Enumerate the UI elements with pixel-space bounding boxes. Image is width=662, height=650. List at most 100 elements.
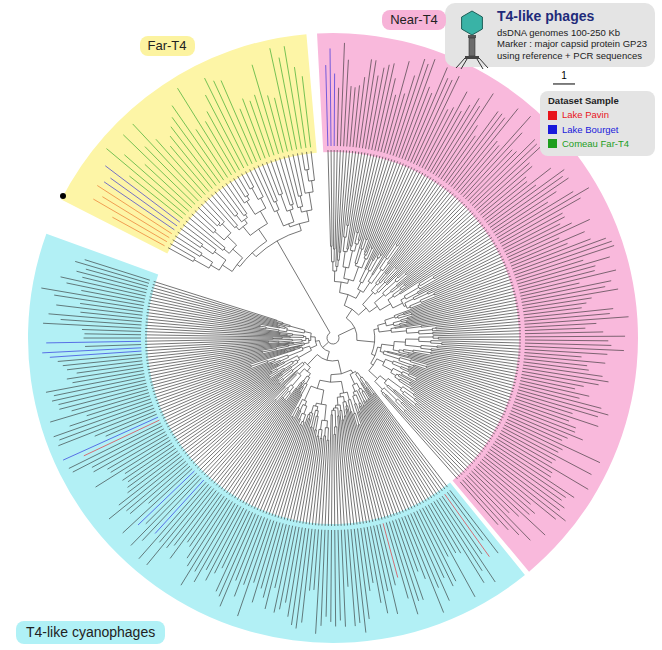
tree-branch (195, 371, 297, 466)
tip-label-stroke (80, 312, 142, 318)
tree-branch (346, 309, 352, 318)
tip-label-stroke (41, 288, 143, 306)
tip-label-stroke (524, 314, 610, 322)
tree-branch (173, 240, 200, 257)
tree-branch (315, 403, 317, 406)
tree-branch (317, 355, 338, 361)
tree-branch (269, 341, 279, 343)
tree-branch (250, 187, 254, 189)
tree-branch (209, 262, 213, 268)
tree-branch (301, 210, 311, 212)
tree-branch (406, 328, 407, 333)
tip-label-stroke (525, 336, 625, 338)
tree-branch (421, 345, 437, 346)
tree-branch (333, 407, 337, 408)
tree-branch (234, 178, 246, 197)
tip-label-stroke (254, 95, 274, 155)
tree-branch (344, 151, 353, 237)
tree-branch (355, 243, 358, 245)
tree-branch (403, 372, 409, 375)
tree-branch (151, 291, 290, 327)
tree-branch (331, 246, 332, 261)
tip-label-stroke (234, 517, 264, 596)
tree-branch (359, 308, 367, 315)
tree-branch (343, 251, 347, 253)
tip-label-stroke (389, 522, 417, 615)
tree-branch (331, 370, 351, 375)
tip-label-stroke (67, 361, 142, 370)
tree-branch (317, 411, 318, 416)
tree-branch (371, 347, 378, 363)
tree-branch (335, 405, 336, 408)
panel-text: dsDNA genomes 100-250 Kb (497, 27, 647, 38)
tip-label-stroke (243, 99, 266, 159)
tree-branch (311, 410, 315, 427)
tree-branch (201, 255, 213, 262)
tip-label-stroke (516, 396, 572, 414)
tree-branch (293, 360, 297, 362)
tree-branch (200, 244, 202, 247)
tree-branch (297, 356, 299, 360)
tree-branch (393, 323, 395, 326)
tip-label-stroke (443, 136, 475, 181)
tip-label-stroke (69, 423, 161, 468)
tree-branch (343, 237, 345, 251)
tree-branch (284, 356, 297, 363)
tree-branch (371, 363, 373, 365)
tree-branch (287, 427, 310, 520)
tree-branch (383, 354, 399, 359)
tree-branch (343, 401, 346, 403)
tree-branch (394, 325, 400, 326)
tree-branch (393, 350, 399, 351)
tip-label-stroke (63, 358, 142, 366)
tree-branch (405, 345, 421, 347)
tree-branch (302, 399, 306, 401)
tree-branch (365, 159, 391, 239)
tree-branch (318, 429, 319, 436)
tree-branch (358, 373, 361, 378)
tree-branch (400, 379, 493, 436)
tree-branch (371, 291, 375, 294)
tree-branch (408, 369, 507, 409)
tip-label-stroke (377, 525, 398, 614)
tip-label-stroke (261, 523, 280, 589)
tip-label-stroke (498, 436, 588, 489)
tip-label-stroke (119, 456, 182, 505)
tree-branch (300, 346, 302, 348)
tree-branch (375, 381, 383, 389)
tip-label-stroke (170, 492, 219, 558)
tip-label-stroke (288, 528, 302, 617)
phage-collar (468, 35, 476, 38)
tree-branch (396, 245, 398, 246)
tree-branch (364, 391, 369, 399)
tree-branch (285, 327, 287, 328)
tree-branch (309, 412, 311, 414)
tip-label-stroke (77, 271, 148, 289)
tree-branch (331, 410, 332, 414)
tree-branch (341, 381, 343, 393)
tree-branch (347, 409, 370, 522)
tree-branch (217, 223, 220, 226)
tree-branch (331, 150, 333, 246)
tree-branch (238, 176, 249, 195)
tip-label-stroke (102, 197, 169, 238)
tree-branch (352, 412, 379, 521)
near-t4-sector (317, 33, 638, 572)
tree-branch (393, 321, 401, 323)
tree-branch (202, 246, 213, 254)
tree-branch (292, 205, 293, 209)
tree-branch (319, 429, 322, 430)
tree-branch (385, 359, 392, 362)
tree-branch (364, 258, 367, 259)
tree-branch (407, 291, 515, 319)
tree-branch (386, 204, 464, 284)
tip-label-stroke (126, 461, 185, 511)
tree-branch (292, 362, 302, 370)
legend-swatch (548, 111, 557, 120)
tree-branch (392, 364, 401, 368)
tree-branch (279, 194, 283, 195)
tree-branch (419, 336, 433, 337)
tree-branch (386, 324, 393, 326)
marker-dot (60, 193, 66, 199)
tip-label-stroke (500, 198, 580, 243)
